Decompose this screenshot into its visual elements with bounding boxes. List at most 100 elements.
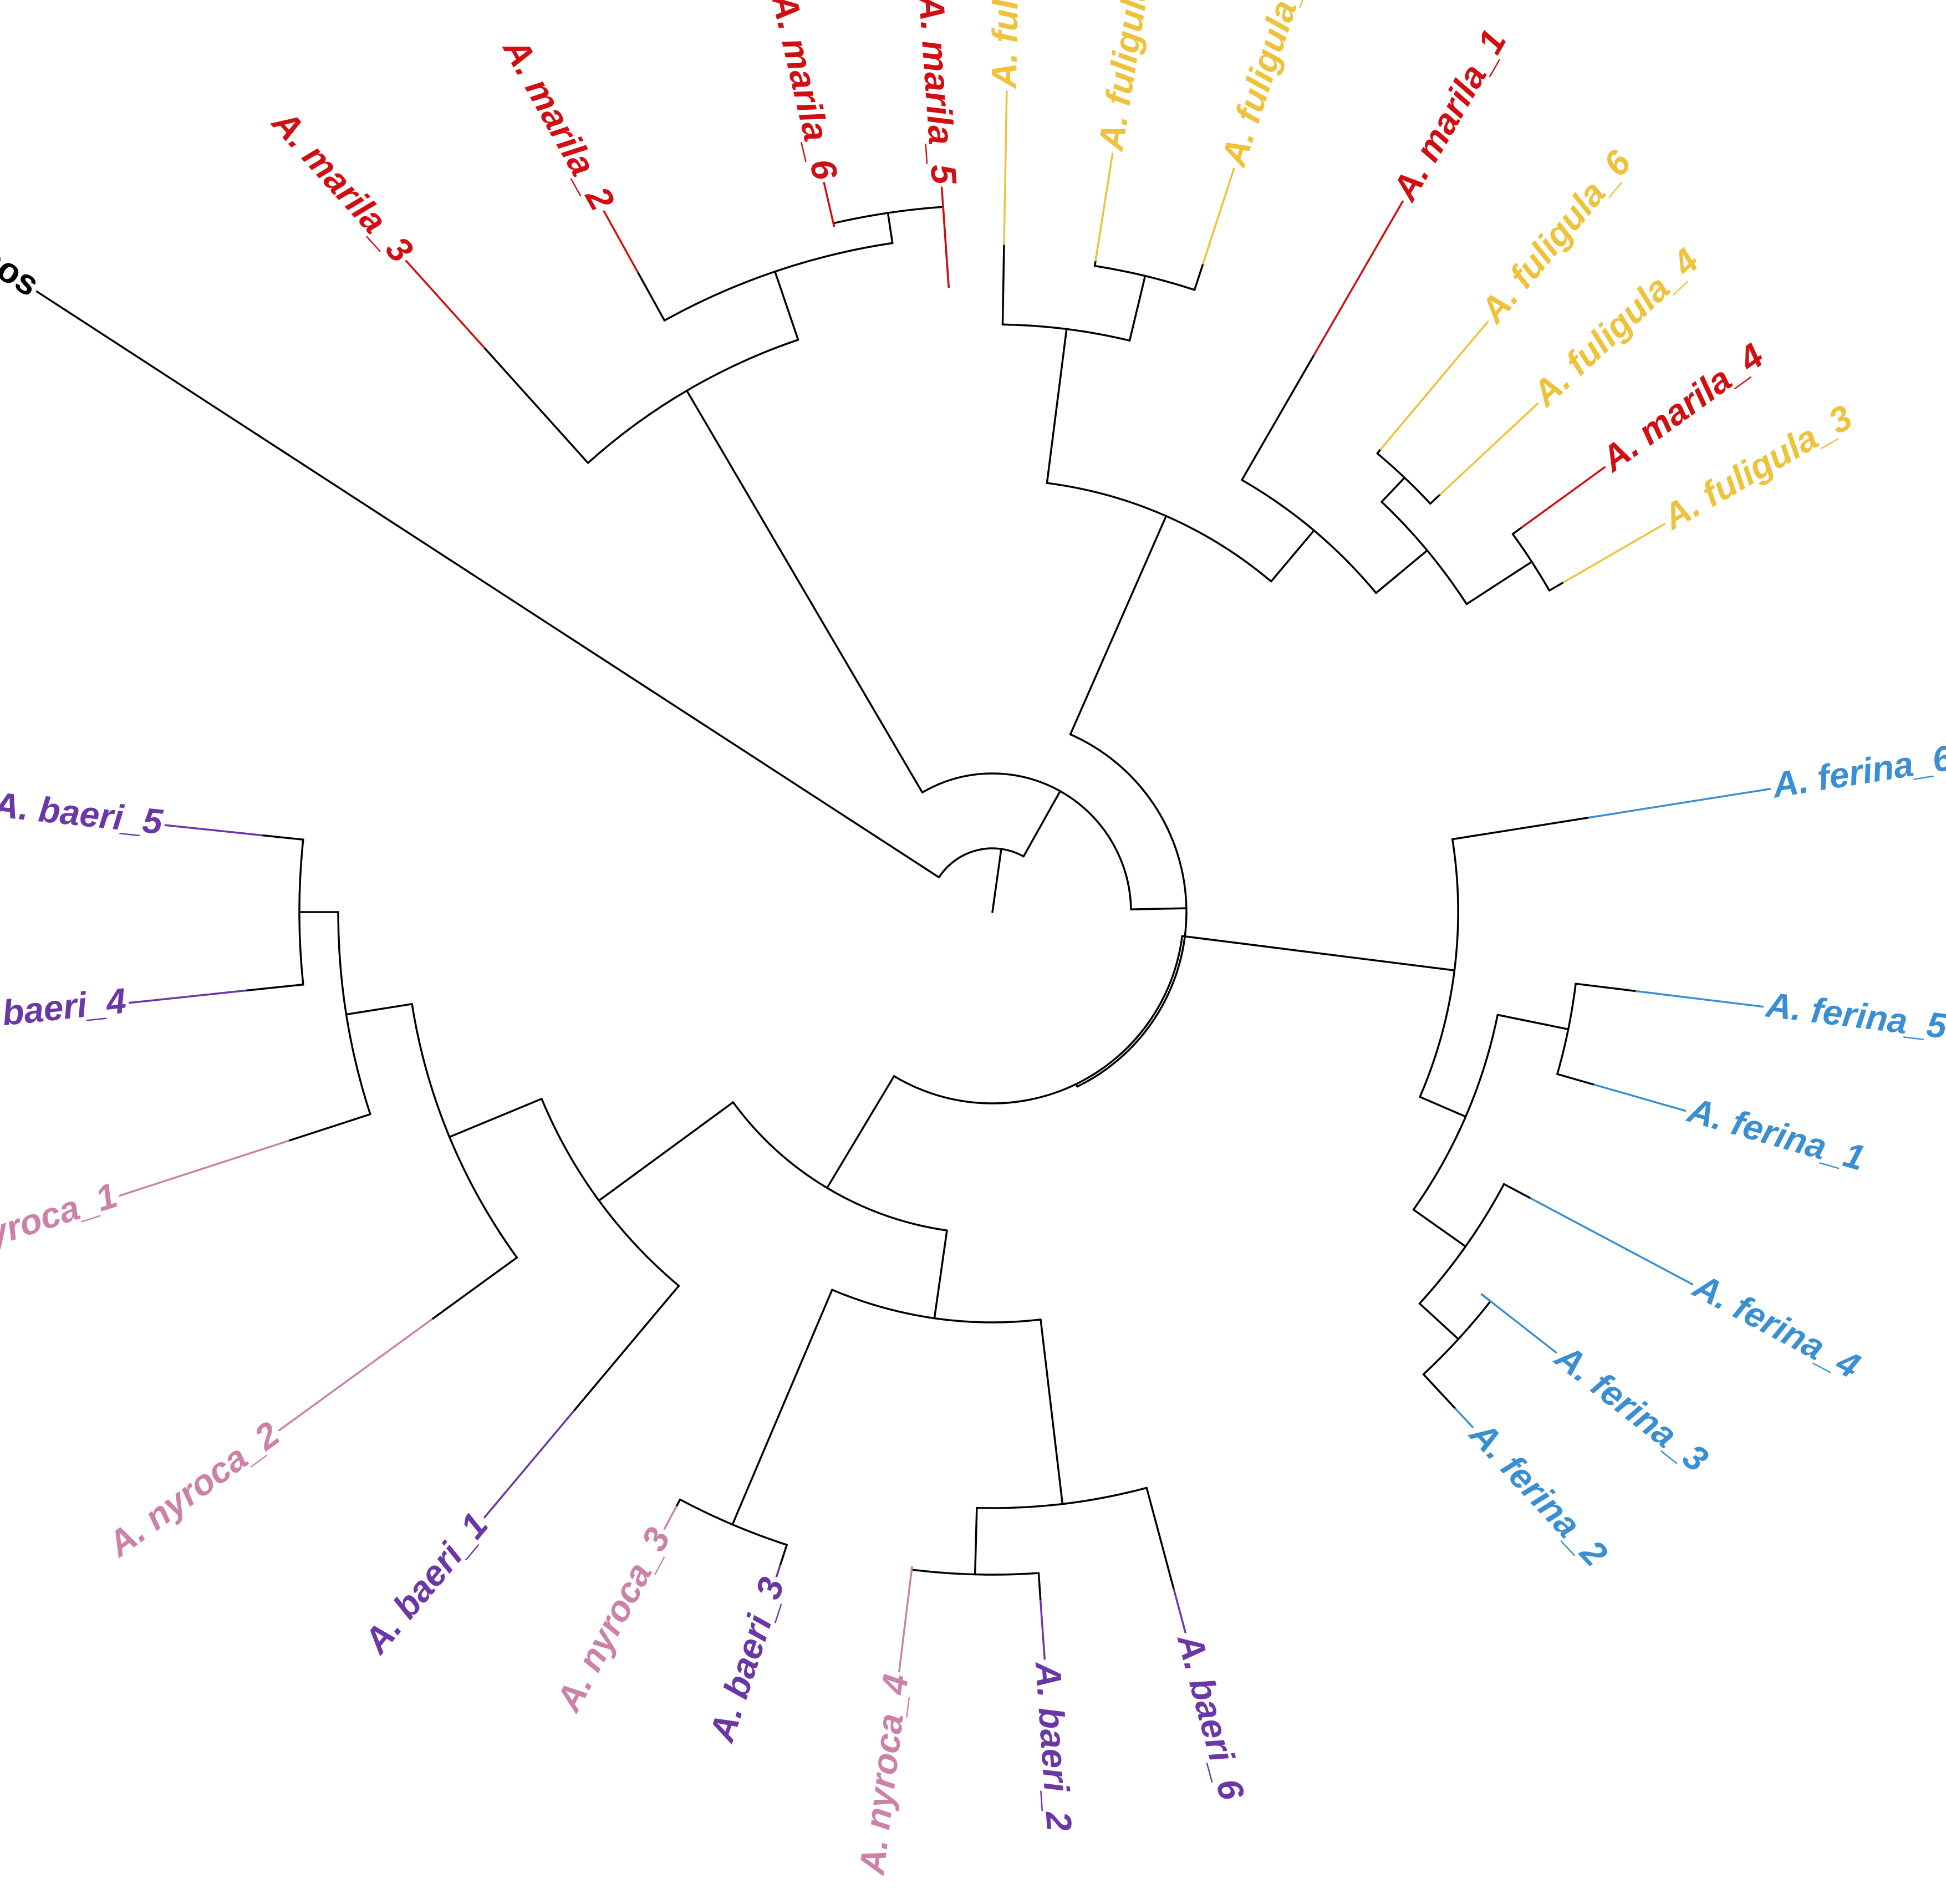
tip-label-ful5: A. fuligula_5 (1091, 0, 1163, 154)
branch-fer1 (1556, 1073, 1596, 1086)
node-arc-fuligula_group (1046, 482, 1272, 583)
tip-label-ful1: A. fuligula_1 (984, 0, 1028, 90)
tip-label-fer1: A. ferina_1 (1683, 1090, 1869, 1178)
node-arc-aythya_nb (732, 1101, 948, 1231)
tip-label-nyr4: A. nyroca_4 (852, 1672, 916, 1878)
branch-bae2 (1037, 1572, 1042, 1602)
tree-branches (35, 90, 1771, 1673)
branch-f_e (1380, 476, 1406, 503)
branch-nyr3 (675, 1498, 681, 1508)
root-stub (991, 848, 1002, 913)
branch-m_b (774, 270, 799, 341)
tip-line-apl (35, 291, 399, 527)
branch-ful3 (1548, 581, 1565, 592)
tip-line-ful3 (1562, 523, 1666, 583)
tip-label-bae6: A. baeri_6 (1169, 1628, 1252, 1804)
tip-line-fer2 (1454, 1408, 1474, 1428)
tip-line-nyr3 (663, 1506, 677, 1530)
node-arc-f_e (1376, 452, 1432, 505)
tip-label-mar3: A. marila_3 (264, 102, 421, 270)
branch-bae1 (572, 1285, 680, 1412)
branch-ferina_clade (1181, 935, 1456, 971)
branch-ful1 (1001, 243, 1005, 325)
tip-line-nyr4 (898, 1566, 913, 1673)
branch-bae5 (261, 834, 304, 841)
branch-m_c (887, 212, 894, 245)
tip-line-mar6 (823, 181, 836, 227)
tip-line-bae2 (1040, 1600, 1046, 1660)
tip-label-bae2: A. baeri_2 (1028, 1659, 1079, 1832)
branch-ingroup (1022, 790, 1061, 858)
node-arc-m_b (663, 242, 894, 322)
branch-nyr1 (287, 1113, 371, 1142)
tip-label-ful2: A. fuligula_2 (1213, 0, 1317, 172)
tip-label-fer3: A. ferina_3 (1547, 1336, 1716, 1479)
branch-f_b (1128, 274, 1147, 342)
tip-line-ful4 (1439, 402, 1539, 496)
tip-line-bae4 (128, 989, 247, 1004)
branch-bae3 (779, 1544, 788, 1567)
node-arc-f_c (1241, 478, 1377, 594)
tip-label-mar1: A. marila_1 (1384, 23, 1514, 208)
branch-fe_d (1412, 1208, 1467, 1248)
tip-label-bae5: A. baeri_5 (0, 785, 165, 842)
branch-mar3 (483, 347, 589, 464)
node-arc-ingroup (921, 772, 1132, 910)
tip-label-fer2: A. ferina_2 (1461, 1413, 1615, 1574)
tip-label-mar2: A. marila_2 (495, 31, 623, 217)
tip-line-fer6 (1588, 788, 1771, 819)
node-arc-core (1069, 733, 1188, 1088)
branch-f_d (1375, 549, 1428, 594)
node-arc-nb_h (298, 838, 304, 986)
tip-line-nyr2 (278, 1318, 433, 1432)
tip-line-mar2 (603, 210, 639, 273)
branch-core (1130, 907, 1188, 910)
branch-fer5 (1575, 982, 1638, 992)
tip-line-mar1 (1313, 200, 1404, 357)
tip-line-bae1 (483, 1410, 575, 1519)
node-arc-root (938, 847, 1025, 879)
node-arc-nb_e (541, 1098, 680, 1287)
tip-line-ful6 (1379, 320, 1489, 450)
tip-line-fer5 (1635, 990, 1764, 1008)
branch-f_a (1046, 328, 1068, 484)
tip-label-nyr2: A. nyroca_2 (99, 1414, 286, 1565)
node-arc-nb_g (337, 911, 371, 1116)
node-arc-f_b (1093, 264, 1196, 291)
tip-label-nyr1: A. nyroca_1 (0, 1175, 122, 1275)
tip-line-fer1 (1593, 1083, 1687, 1112)
tip-line-mar4 (1520, 466, 1606, 529)
branch-ful2 (1193, 262, 1204, 291)
tip-line-bae3 (775, 1565, 781, 1578)
branch-fer6 (1451, 816, 1591, 841)
branch-marila_clade (686, 389, 924, 794)
tip-line-ful5 (1094, 152, 1114, 262)
node-arc-nb_f (411, 1003, 518, 1259)
tip-line-ful2 (1202, 167, 1235, 264)
branch-fe_c (1496, 1014, 1570, 1031)
branch-fe_e (1418, 1302, 1460, 1340)
tip-line-mar3 (405, 260, 486, 349)
branch-mar1 (1241, 354, 1315, 481)
branch-f_c (1270, 530, 1315, 583)
node-arc-ferina_clade (1419, 838, 1459, 1098)
node-arc-nb_c (910, 1569, 1040, 1576)
tip-label-fer6: A. ferina_6 (1769, 737, 1946, 806)
node-arc-fe_e (1422, 1300, 1492, 1376)
branch-nb_f (448, 1098, 543, 1138)
tip-label-mar5: A. marila_5 (911, 0, 964, 186)
branch-mar2 (636, 271, 666, 322)
node-arc-nb_b (976, 1486, 1148, 1509)
branch-aythya_nb (826, 1075, 895, 1189)
branch-fe_b (1419, 1096, 1467, 1118)
tip-line-nyr1 (119, 1139, 290, 1197)
tip-label-bae1: A. baeri_1 (355, 1505, 496, 1662)
tip-label-bae3: A. baeri_3 (701, 1572, 792, 1747)
branch-nyr2 (430, 1256, 518, 1321)
branch-nb_c (974, 1506, 978, 1576)
node-arc-nb_a (831, 1289, 1042, 1323)
tip-line-fer3 (1480, 1293, 1557, 1353)
branch-fer4 (1502, 1183, 1532, 1200)
branch-f_f (1465, 561, 1533, 605)
